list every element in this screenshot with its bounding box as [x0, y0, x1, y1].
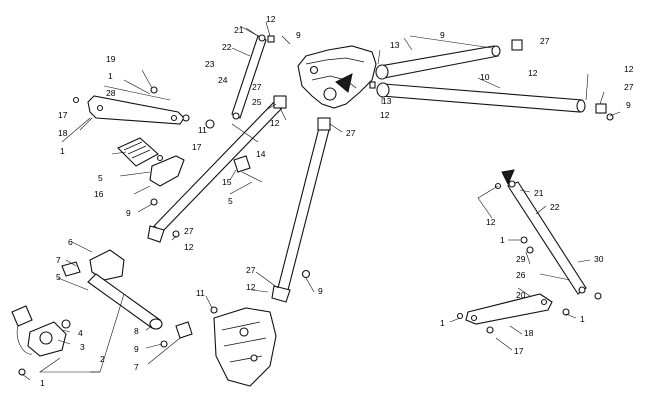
- callout-21: 21: [534, 188, 544, 198]
- electronic-module: [117, 137, 185, 206]
- callout-1: 1: [108, 71, 113, 81]
- lower-left-arm: [61, 249, 218, 348]
- callout-12: 12: [246, 282, 256, 292]
- upper-short-link: [231, 25, 275, 120]
- callout-9: 9: [626, 100, 631, 110]
- callout-7: 7: [134, 362, 139, 372]
- callout-21: 21: [234, 25, 244, 35]
- callout-1: 1: [580, 314, 585, 324]
- callout-9: 9: [134, 344, 139, 354]
- callout-1: 1: [440, 318, 445, 328]
- callout-23: 23: [205, 59, 215, 69]
- callout-14: 14: [256, 149, 266, 159]
- callout-12: 12: [270, 118, 280, 128]
- right-detail-assembly: [456, 169, 602, 334]
- callout-9: 9: [440, 30, 445, 40]
- callout-4: 4: [78, 328, 83, 338]
- steering-gear: [11, 305, 71, 376]
- callout-15: 15: [222, 177, 232, 187]
- callout-6: 6: [68, 237, 73, 247]
- callout-11: 11: [196, 288, 205, 298]
- callout-8: 8: [134, 326, 139, 336]
- main-diagonal-arm: [147, 95, 287, 243]
- upper-left-plate: [72, 69, 190, 125]
- callout-12: 12: [184, 242, 194, 252]
- callout-19: 19: [106, 54, 116, 64]
- callout-5: 5: [228, 196, 233, 206]
- callout-27: 27: [246, 265, 256, 275]
- callout-29: 29: [516, 254, 526, 264]
- callout-27: 27: [252, 82, 262, 92]
- callout-9: 9: [296, 30, 301, 40]
- callout-12: 12: [528, 68, 538, 78]
- callout-12: 12: [624, 64, 634, 74]
- center-frame: [297, 45, 377, 109]
- callout-12: 12: [266, 14, 276, 24]
- callout-17: 17: [514, 346, 524, 356]
- callout-17: 17: [192, 142, 202, 152]
- callout-20: 20: [516, 290, 526, 300]
- callout-5: 5: [56, 272, 61, 282]
- direction-arrow-icon: [501, 169, 515, 186]
- callout-1: 1: [40, 378, 45, 388]
- callout-9: 9: [126, 208, 131, 218]
- callout-27: 27: [624, 82, 634, 92]
- lower-chassis: [213, 307, 277, 387]
- callout-1: 1: [500, 235, 505, 245]
- callout-16: 16: [94, 189, 104, 199]
- callout-11: 11: [198, 125, 207, 135]
- vertical-shaft: [271, 117, 331, 303]
- callout-13: 13: [382, 96, 392, 106]
- callout-27: 27: [540, 36, 550, 46]
- callout-17: 17: [58, 110, 68, 120]
- callout-12: 12: [486, 217, 496, 227]
- callout-1: 1: [60, 146, 65, 156]
- callout-7: 7: [56, 255, 61, 265]
- direction-arrow-icon: [335, 73, 353, 93]
- callout-18: 18: [58, 128, 68, 138]
- callout-18: 18: [524, 328, 534, 338]
- callout-9: 9: [318, 286, 323, 296]
- callout-2: 2: [100, 354, 105, 364]
- callout-28: 28: [106, 88, 116, 98]
- callout-27: 27: [184, 226, 194, 236]
- callout-27: 27: [346, 128, 356, 138]
- callout-13: 13: [390, 40, 400, 50]
- callout-12: 12: [380, 110, 390, 120]
- callout-25: 25: [252, 97, 262, 107]
- leader-lines: [21, 21, 621, 381]
- sensor: [233, 155, 263, 183]
- callout-22: 22: [550, 202, 560, 212]
- callouts: 21 12 9 22 23 24 19 1 28 17 18 1 17 11 2…: [40, 14, 634, 388]
- callout-10: 10: [480, 72, 490, 82]
- callout-22: 22: [222, 42, 232, 52]
- upper-tubes: [369, 35, 614, 121]
- callout-5: 5: [98, 173, 103, 183]
- callout-24: 24: [218, 75, 228, 85]
- callout-30: 30: [594, 254, 604, 264]
- callout-26: 26: [516, 270, 526, 280]
- callout-3: 3: [80, 342, 85, 352]
